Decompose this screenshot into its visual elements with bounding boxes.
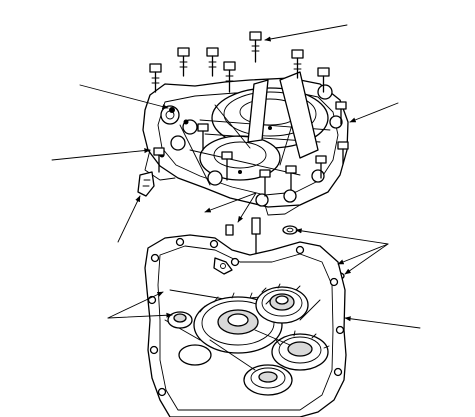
leader-washer-c — [344, 243, 389, 275]
leader-cover-left — [79, 84, 169, 110]
leader-housing-right — [344, 316, 421, 329]
leader-cover-right — [349, 102, 399, 123]
bolt-14 — [153, 147, 165, 173]
leader-housing-left-a — [107, 291, 164, 319]
transmission-case-cover — [142, 71, 349, 216]
leader-washer-b — [337, 243, 389, 265]
leader-connector — [117, 195, 141, 243]
bolt-7 — [317, 67, 330, 93]
bolt-10 — [315, 155, 327, 179]
bolt-1 — [177, 47, 190, 77]
leader-dowel-b — [237, 192, 257, 223]
bolt-11 — [285, 165, 297, 191]
leader-housing-left-b — [107, 312, 173, 319]
leader-arrows — [51, 24, 421, 329]
bolt-8 — [335, 101, 347, 125]
cover-mounting-bolts — [149, 31, 349, 197]
bolt-12 — [221, 151, 233, 181]
bolt-2 — [206, 47, 219, 77]
leader-bolt-top — [264, 24, 348, 42]
gear-sets — [167, 283, 330, 396]
bolt-13 — [197, 123, 209, 151]
leader-washer-a — [295, 228, 389, 245]
bolt-15 — [259, 169, 271, 197]
bolt-9 — [337, 141, 349, 165]
bolt-3 — [223, 61, 236, 93]
bolt-6 — [149, 63, 162, 93]
bolt-4 — [249, 31, 262, 63]
leader-bolt-left — [51, 148, 151, 161]
bolt-5 — [291, 49, 304, 79]
wire-harness-connector — [137, 171, 155, 197]
leader-dowel-a — [204, 192, 257, 213]
